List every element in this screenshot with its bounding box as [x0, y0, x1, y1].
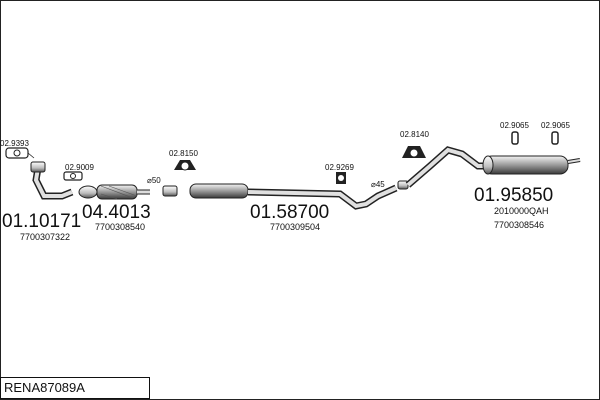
- catalytic-converter: [78, 184, 150, 200]
- part-reference: 7700308540: [95, 222, 145, 232]
- fitting-label: 02.8140: [400, 130, 429, 139]
- fitting-label: 02.9009: [65, 163, 94, 172]
- part-reference: 2010000QAH: [494, 206, 549, 216]
- part-number: 01.10171: [2, 211, 81, 232]
- part-reference: 7700308546: [494, 220, 544, 230]
- clamp-icon: [162, 185, 178, 197]
- part-reference: 7700309504: [270, 222, 320, 232]
- clamp-label: ⌀45: [371, 180, 385, 189]
- middle-silencer: [189, 183, 398, 210]
- part-number: 01.95850: [474, 185, 553, 206]
- hanger-icon: [336, 172, 346, 184]
- gasket-icon: [5, 147, 35, 159]
- clamp-label: ⌀50: [147, 176, 161, 185]
- hanger-icon: [174, 160, 196, 171]
- part-number: 01.58700: [250, 202, 329, 223]
- part-number: 04.4013: [82, 202, 151, 223]
- hanger-icon: [402, 146, 426, 158]
- hanger-icon: [511, 131, 519, 145]
- gasket-icon: [63, 171, 83, 181]
- fitting-label: 02.9269: [325, 163, 354, 172]
- front-pipe: [30, 161, 74, 200]
- hanger-icon: [551, 131, 559, 145]
- fitting-label: 02.9065: [500, 121, 529, 130]
- part-reference: 7700307322: [20, 232, 70, 242]
- drawing-code: RENA87089A: [0, 377, 150, 399]
- fitting-label: 02.8150: [169, 149, 198, 158]
- rear-silencer: [405, 146, 581, 188]
- fitting-label: 02.9393: [0, 139, 29, 148]
- fitting-label: 02.9065: [541, 121, 570, 130]
